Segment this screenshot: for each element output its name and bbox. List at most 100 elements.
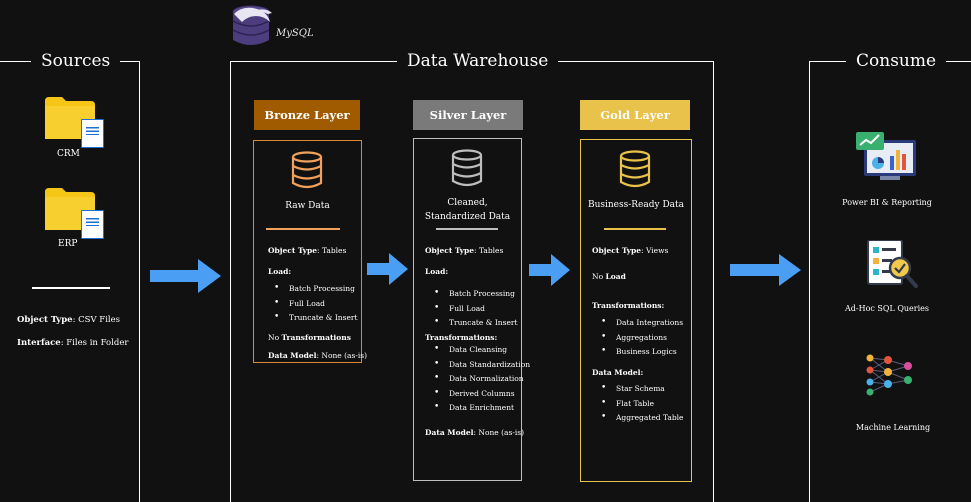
bronze-object-type-value: : Tables [317, 246, 347, 255]
crm-label: CRM [57, 149, 80, 159]
sources-object-type-value: : CSV Files [72, 315, 121, 325]
bronze-data-model-key: Data Model [268, 351, 317, 360]
silver-data-model-value: : None (as-is) [473, 428, 525, 437]
silver-transformations-heading: Transformations: [425, 333, 498, 342]
list-item: Data Standardization [434, 359, 530, 374]
silver-load-heading: Load: [425, 267, 449, 276]
silver-divider [436, 228, 498, 230]
bronze-transformations: No Transformations [268, 332, 351, 343]
bronze-divider [266, 228, 340, 230]
silver-layer-box: Cleaned, Standardized Data Object Type: … [413, 138, 530, 481]
sql-queries-label: Ad-Hoc SQL Queries [845, 304, 929, 313]
silver-data-model-key: Data Model [425, 428, 474, 437]
silver-description: Cleaned, Standardized Data [424, 198, 511, 222]
consume-panel: Consume [809, 50, 971, 502]
list-item: Aggregated Table [601, 412, 683, 427]
bronze-layer-header: Bronze Layer [254, 100, 360, 130]
power-bi-label: Power BI & Reporting [842, 198, 932, 207]
sources-divider [32, 287, 110, 289]
gold-layer-header: Gold Layer [580, 100, 690, 130]
crm-document-icon [81, 119, 104, 148]
list-item: Truncate & Insert [274, 312, 358, 327]
crm-folder-icon [45, 97, 105, 148]
bronze-load-label: Load [268, 267, 289, 276]
gold-no-word: No [592, 272, 606, 281]
list-item: Star Schema [601, 383, 683, 398]
gold-load: No Load [592, 271, 626, 282]
bronze-database-icon [291, 151, 323, 189]
gold-data-model-list: Star Schema Flat Table Aggregated Table [601, 383, 683, 427]
mysql-label: MySQL [276, 28, 314, 39]
list-item: Derived Columns [434, 388, 530, 403]
erp-label: ERP [58, 239, 78, 249]
gold-object-type-key: Object Type [592, 246, 642, 255]
bronze-data-model: Data Model: None (as-is) [268, 350, 367, 361]
list-item: Batch Processing [274, 283, 358, 298]
list-item: Flat Table [601, 398, 683, 413]
silver-database-icon [451, 149, 483, 187]
sources-object-type-key: Object Type [17, 315, 73, 325]
gold-data-model-key: Data Model [592, 368, 641, 377]
erp-folder-icon [45, 188, 105, 239]
silver-transformations-label: Transformations [425, 333, 495, 342]
list-item: Aggregations [601, 332, 683, 347]
gold-layer-box: Business-Ready Data Object Type: Views N… [580, 139, 692, 482]
silver-object-type: Object Type: Tables [425, 245, 503, 256]
list-item: Data Normalization [434, 373, 530, 388]
silver-transformations-list: Data Cleansing Data Standardization Data… [434, 344, 530, 417]
bronze-no-word: No [268, 333, 282, 342]
bronze-description: Raw Data [285, 201, 330, 211]
sources-title: Sources [31, 50, 121, 72]
silver-load-list: Batch Processing Full Load Truncate & In… [434, 288, 518, 332]
data-warehouse-panel: Data Warehouse [230, 50, 714, 502]
bronze-layer-box: Raw Data Object Type: Tables Load: Batch… [253, 140, 367, 363]
gold-transformations-label: Transformations [592, 301, 662, 310]
machine-learning-label: Machine Learning [855, 423, 931, 432]
arrow-sources-to-bronze [150, 259, 221, 293]
gold-divider [604, 228, 666, 230]
bronze-object-type: Object Type: Tables [268, 245, 346, 256]
list-item: Data Cleansing [434, 344, 530, 359]
gold-object-type: Object Type: Views [592, 245, 668, 256]
bronze-transformations-label: Transformations [281, 333, 351, 342]
list-item: Full Load [274, 298, 358, 313]
bronze-load-heading: Load: [268, 267, 292, 276]
power-bi-dashboard-icon [856, 132, 916, 180]
erp-document-icon [81, 210, 104, 239]
list-item: Data Integrations [601, 317, 683, 332]
mysql-logo: MySQL [230, 4, 320, 49]
sources-interface: Interface: Files in Folder [17, 338, 128, 349]
gold-data-model-heading: Data Model: [592, 368, 644, 377]
gold-description: Business-Ready Data [587, 200, 685, 210]
list-item: Truncate & Insert [434, 317, 518, 332]
bronze-load-list: Batch Processing Full Load Truncate & In… [274, 283, 358, 327]
silver-layer-header: Silver Layer [413, 100, 523, 130]
gold-load-label: Load [605, 272, 626, 281]
list-item: Batch Processing [434, 288, 518, 303]
bronze-object-type-key: Object Type [268, 246, 318, 255]
silver-object-type-key: Object Type [425, 246, 475, 255]
neural-network-icon [866, 354, 912, 396]
list-item: Business Logics [601, 346, 683, 361]
list-item: Full Load [434, 303, 518, 318]
arrow-silver-to-gold [529, 254, 570, 286]
gold-transformations-list: Data Integrations Aggregations Business … [601, 317, 683, 361]
silver-object-type-value: : Tables [474, 246, 504, 255]
consume-title: Consume [846, 50, 947, 72]
gold-transformations-heading: Transformations: [592, 301, 665, 310]
arrow-bronze-to-silver [367, 253, 408, 285]
sources-interface-key: Interface [17, 338, 61, 348]
gold-database-icon [619, 150, 651, 188]
arrow-warehouse-to-consume [730, 254, 801, 286]
list-item: Data Enrichment [434, 402, 530, 417]
silver-load-label: Load [425, 267, 446, 276]
silver-data-model: Data Model: None (as-is) [425, 427, 524, 438]
data-warehouse-title: Data Warehouse [397, 50, 559, 72]
sql-checklist-icon [867, 240, 918, 288]
sources-interface-value: : Files in Folder [60, 338, 129, 348]
sources-panel: Sources [0, 50, 140, 502]
mysql-dolphin-icon [232, 5, 272, 45]
gold-object-type-value: : Views [641, 246, 669, 255]
bronze-data-model-value: : None (as-is) [316, 351, 368, 360]
sources-object-type: Object Type: CSV Files [17, 315, 120, 326]
